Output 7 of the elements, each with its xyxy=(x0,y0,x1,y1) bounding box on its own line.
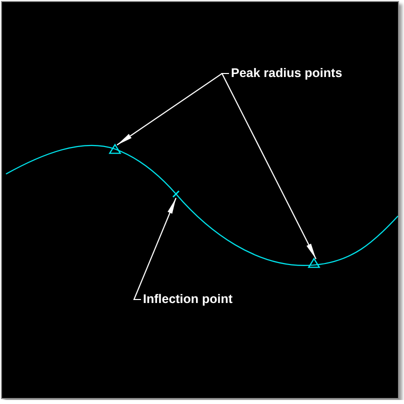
leader-line xyxy=(221,72,316,260)
leader-line xyxy=(133,198,176,300)
triangle-marker xyxy=(308,258,320,268)
callout-label: Peak radius points xyxy=(231,66,342,81)
point-tick xyxy=(172,190,180,198)
callout-label: Inflection point xyxy=(143,292,233,307)
triangle-marker xyxy=(109,144,121,154)
